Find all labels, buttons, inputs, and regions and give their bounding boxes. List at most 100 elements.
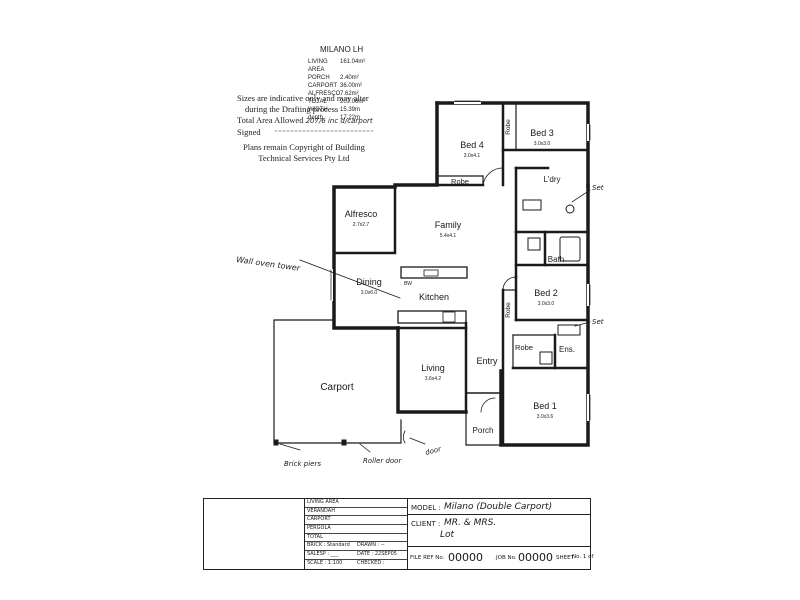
outer-wall <box>396 326 468 414</box>
bathtub <box>559 236 581 262</box>
outer-wall <box>499 184 590 447</box>
annotation-line <box>409 437 426 445</box>
room-label-bed1: Bed 1 <box>533 401 557 411</box>
room-label-bath: Bath <box>548 255 564 264</box>
room-size-bed1: 3.0x3.6 <box>537 414 554 420</box>
room-size-bed2: 3.0x3.0 <box>538 301 555 307</box>
model-value: Milano (Double Carport) <box>444 502 553 512</box>
copyright-note: Plans remain Copyright of Building Techn… <box>243 142 365 163</box>
kitchen-bench <box>397 310 467 324</box>
room-label-entry: Entry <box>476 356 498 366</box>
vanity <box>557 324 581 336</box>
ensuite-shower <box>539 351 553 365</box>
door-swing <box>482 167 504 186</box>
job-no-label: JOB No. <box>496 555 517 561</box>
title-block-row: TOTAL <box>305 534 407 543</box>
annotation-line <box>574 321 591 327</box>
client-value: MR. & MRS. <box>444 518 497 528</box>
room-label-ensuite: Ens. <box>559 345 575 354</box>
room-size-bed3: 3.0x3.0 <box>534 141 551 147</box>
note-line: Sizes are indicative only and may alter <box>237 93 369 103</box>
cooktop <box>442 311 456 323</box>
client-label: CLIENT : <box>411 520 441 528</box>
summary-title: MILANO LH <box>320 45 364 54</box>
sheet-label: SHEET <box>556 555 574 561</box>
room-label-bed2: Bed 2 <box>534 288 558 298</box>
room-label-carport: Carport <box>320 382 354 393</box>
brick-pier <box>273 439 279 446</box>
title-block-row: LIVING AREA <box>305 499 407 508</box>
toilet <box>565 204 575 214</box>
title-block-row: SALESP : ___DATE : 22SEP05 <box>305 551 407 560</box>
kitchen-island <box>400 266 468 279</box>
porch-outline <box>465 411 502 446</box>
room-label-bed3: Bed 3 <box>530 128 554 138</box>
sink <box>423 269 439 277</box>
room-label-living: Living <box>421 363 445 373</box>
room-size-bed4: 3.0x4.1 <box>464 153 481 159</box>
file-ref-value: 00000 <box>448 551 483 564</box>
annotation-line <box>571 189 591 203</box>
robe-label-bed2: Robe <box>505 302 512 318</box>
title-block-details: MODEL : Milano (Double Carport) CLIENT :… <box>408 499 594 569</box>
title-block-divider <box>408 514 590 515</box>
note-brick-piers: Brick piers <box>284 460 321 468</box>
lot-label: Lot <box>440 530 455 540</box>
title-block-divider <box>408 546 590 547</box>
robe-label-bed3: Robe <box>505 119 512 135</box>
title-block-row: CARPORT <box>305 516 407 526</box>
room-label-laundry: L'dry <box>543 175 560 184</box>
door-swing <box>403 430 406 444</box>
room-label-kitchen: Kitchen <box>419 292 449 302</box>
room-size-dining: 3.0x6.0 <box>361 290 378 296</box>
alfresco-outline <box>332 185 397 255</box>
room-label-porch: Porch <box>473 426 494 435</box>
note-wall-oven: Wall oven tower <box>236 255 302 273</box>
room-size-alfresco: 2.7x2.7 <box>353 222 370 228</box>
room-size-family: 5.4x4.1 <box>440 233 457 239</box>
room-label-family: Family <box>435 220 462 230</box>
room-label-dining: Dining <box>356 277 382 287</box>
note-roller-door: Roller door <box>363 457 402 465</box>
title-block-areas: LIVING AREA VERANDAH CARPORT PERGOLA TOT… <box>304 499 408 569</box>
annotation-line <box>299 259 401 299</box>
title-block-row: PERGOLA <box>305 525 407 534</box>
annotation-line <box>359 443 371 453</box>
area-notes: Sizes are indicative only and may alter … <box>237 93 373 138</box>
robe-label-bed4: Robe <box>451 177 469 186</box>
outer-wall <box>435 101 590 188</box>
note-door: door <box>424 445 442 457</box>
room-label-alfresco: Alfresco <box>345 209 378 219</box>
title-block: LIVING AREA VERANDAH CARPORT PERGOLA TOT… <box>203 498 594 570</box>
note-set-2: Set <box>592 318 604 326</box>
door-swing <box>502 276 517 291</box>
note-set-1: Set <box>592 184 604 192</box>
shower <box>527 237 541 251</box>
note-line: during the Drafting process <box>245 104 339 114</box>
brick-pier <box>341 439 347 446</box>
note-line: Total Area Allowed 207/6 inc d/carport <box>237 115 373 125</box>
room-size-living: 3.6x4.2 <box>425 376 442 382</box>
annotation-line <box>279 443 301 451</box>
laundry-trough <box>522 199 542 211</box>
model-label: MODEL : <box>411 504 441 512</box>
sheet-value: No. 1 of <box>572 554 594 560</box>
title-block-row: VERANDAH <box>305 508 407 517</box>
door-swing <box>480 397 496 413</box>
robe-label-bed1: Robe <box>515 343 533 352</box>
fixture-label-bw: BW <box>404 281 412 287</box>
job-no-value: 00000 <box>518 551 553 564</box>
file-ref-label: FILE REF No. <box>410 555 445 561</box>
room-label-bed4: Bed 4 <box>460 140 484 150</box>
